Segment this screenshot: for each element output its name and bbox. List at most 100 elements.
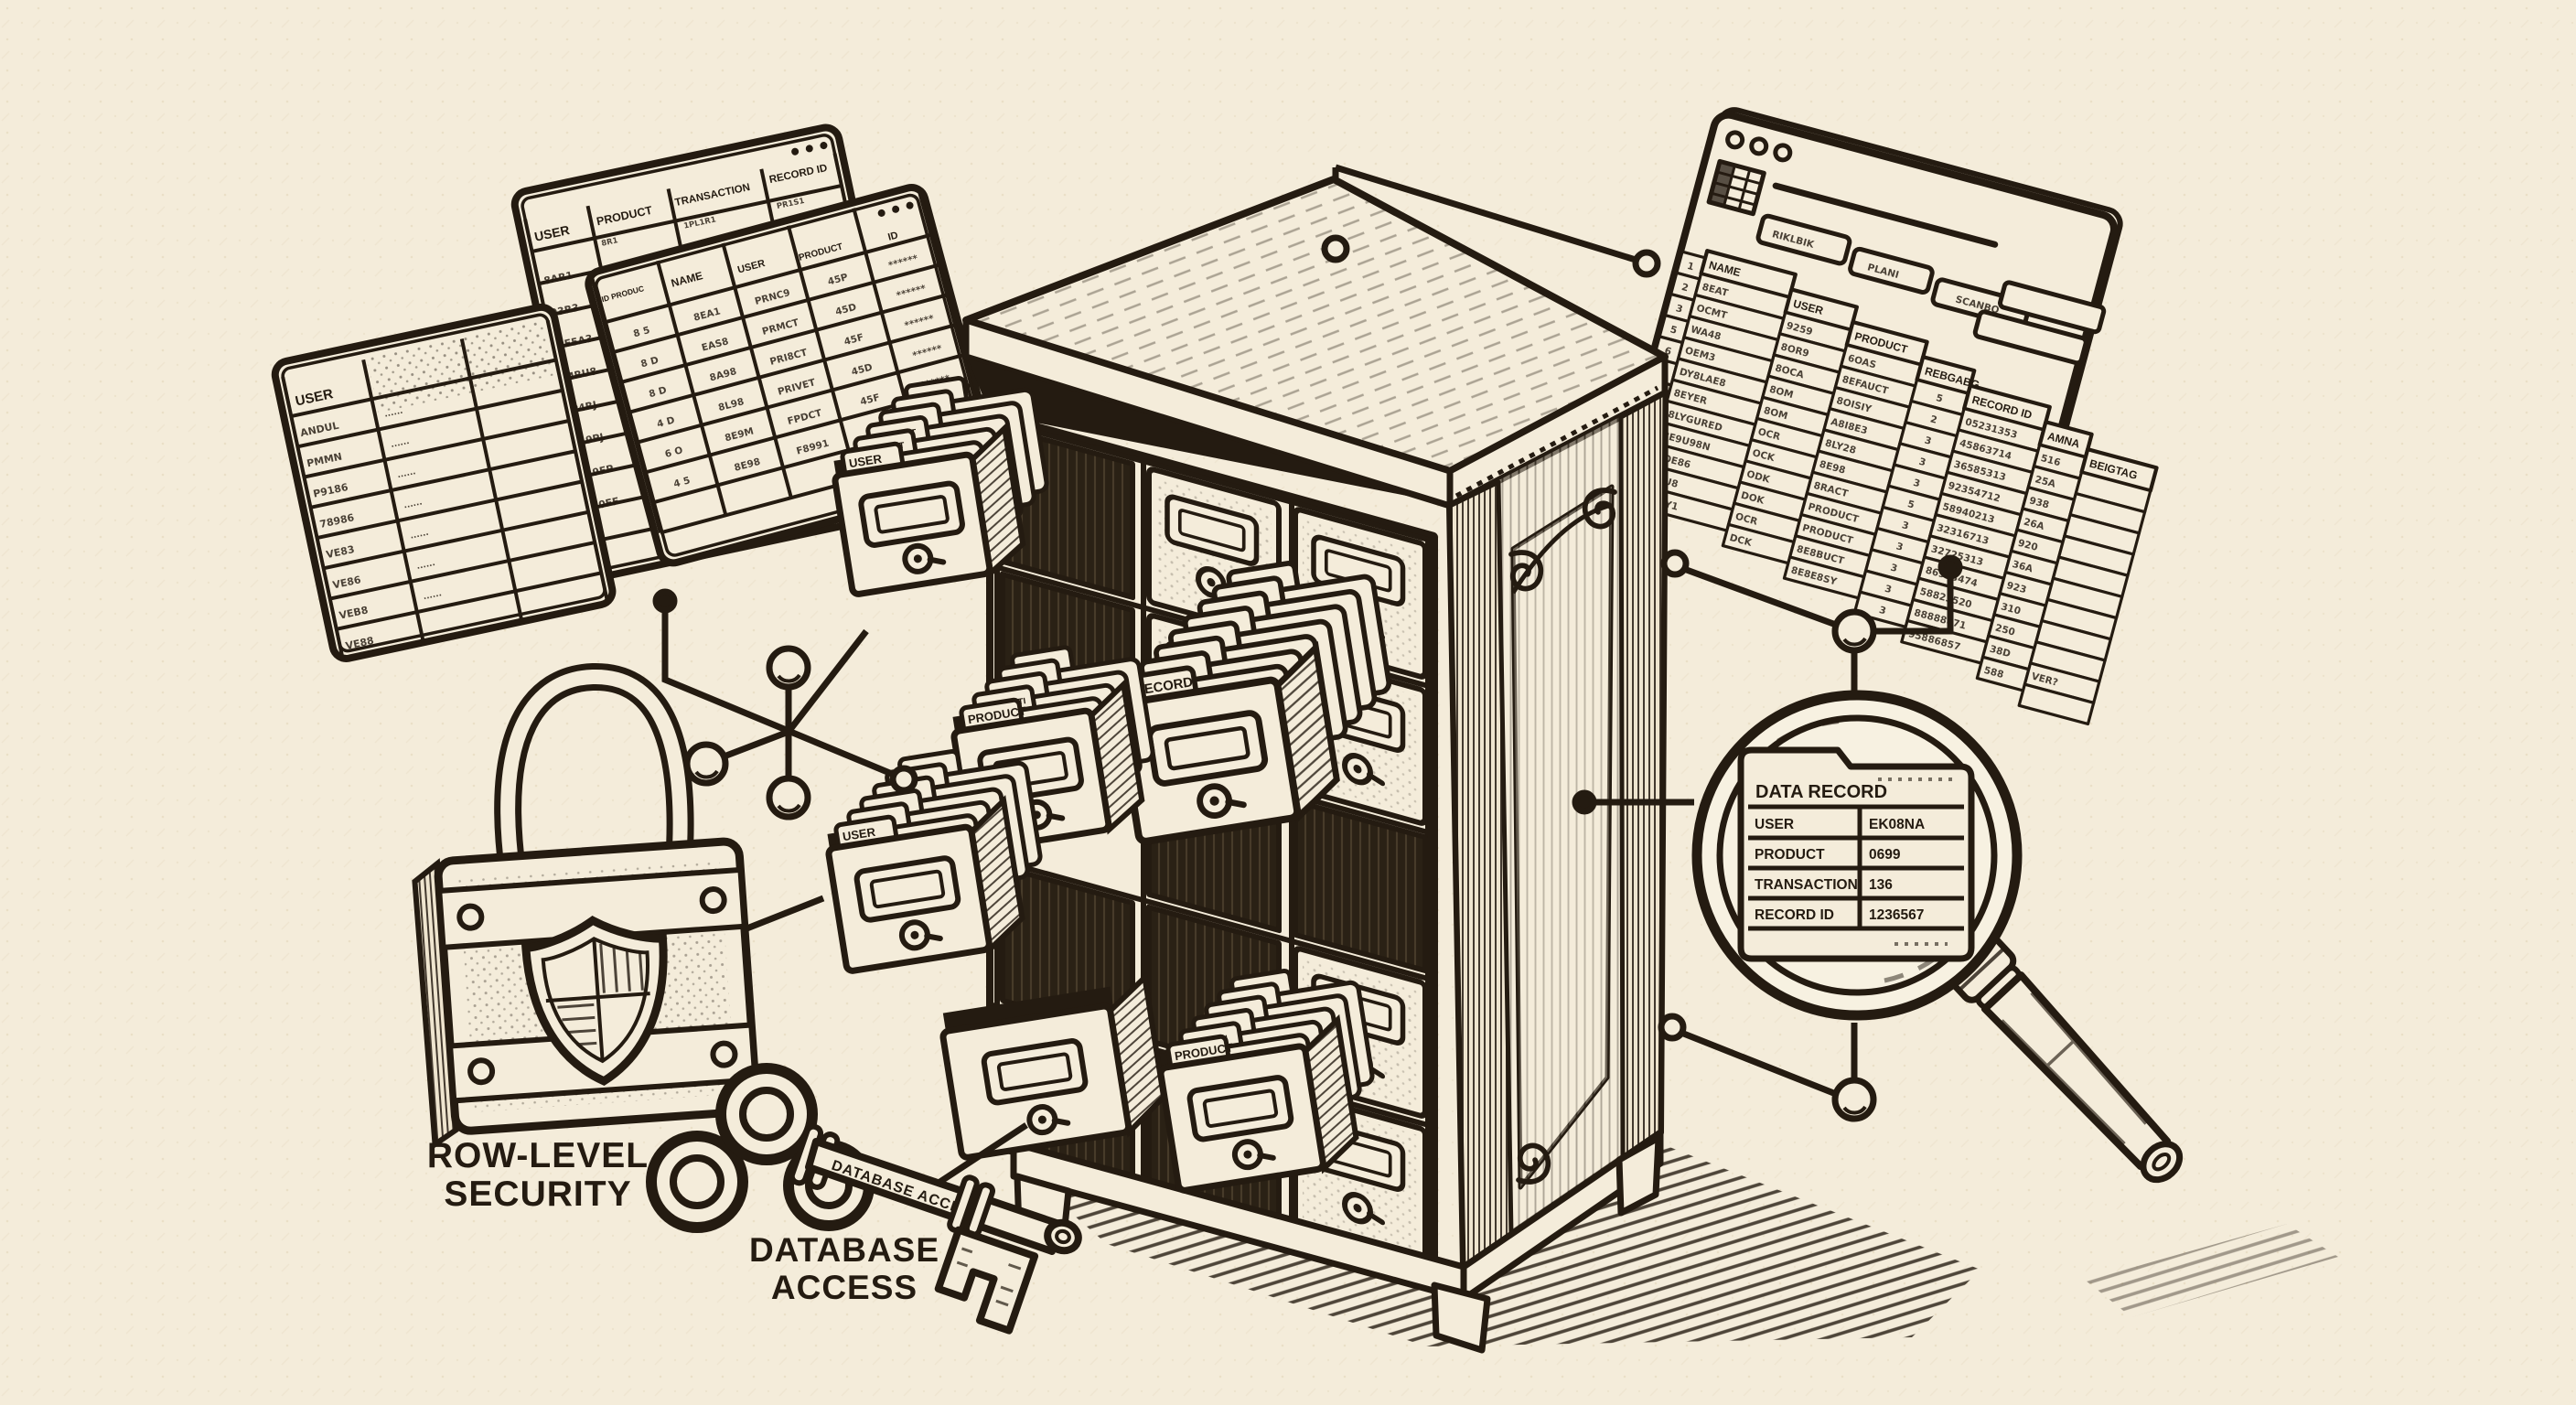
grid-line <box>310 449 576 509</box>
spreadsheet-cell-text: 3 <box>1889 563 1898 574</box>
grid-line <box>296 388 564 449</box>
spreadsheet-cell-text: 938 <box>2028 495 2050 510</box>
padlock-body <box>412 837 761 1150</box>
field-value-transaction: 136 <box>1869 877 1893 893</box>
grid-line <box>361 359 425 643</box>
spreadsheet-cell-text: 3 <box>1884 584 1893 595</box>
field-value-product: 0699 <box>1869 847 1901 863</box>
field-label-user: USER <box>1755 817 1794 832</box>
pulled-drawer-empty-bottom <box>939 971 1167 1161</box>
spreadsheet-cell-text: 3 <box>1917 456 1927 468</box>
front-header-id: ID <box>886 230 899 242</box>
padlock-shackle-fill <box>500 669 688 878</box>
front-cell: 45P <box>827 272 850 287</box>
cabinet-foot-front <box>1431 1282 1491 1354</box>
window-traffic-dots <box>1725 130 1793 163</box>
row-level-security-label-2: SECURITY <box>444 1174 631 1214</box>
field-value-user: EK08NA <box>1869 817 1925 832</box>
cornice-shadow <box>968 359 1450 508</box>
spreadsheet-cell-text: 6 <box>1663 346 1672 358</box>
spreadsheet-cell <box>2017 682 2096 726</box>
grid-line <box>329 541 596 601</box>
data-record-card: DATA RECORD USER EK08NA PRODUCT 0699 TRA… <box>1737 746 1975 962</box>
spreadsheet-cell-text: 38D <box>1989 644 2012 660</box>
connector-magnifier-upper <box>1664 552 1959 692</box>
padlock: ROW-LEVEL SECURITY <box>412 662 761 1214</box>
grid-line <box>336 571 602 631</box>
folder-tab-label: USER <box>842 825 877 844</box>
cabinet-ground-shadow <box>1038 1143 1980 1346</box>
field-value-recordid: 1236567 <box>1869 907 1924 923</box>
left-table-grid: ANDULPMMNP918678986VE83VE86VEB8VE88.....… <box>281 320 610 662</box>
spreadsheet-cell-text: 26A <box>2023 517 2046 533</box>
cabinet-side-panel <box>1446 390 1669 1271</box>
spreadsheet-cell-text: 310 <box>2000 601 2022 617</box>
spreadsheet-cell-text: 3 <box>1901 520 1910 531</box>
spreadsheet-cell-text: 588 <box>1982 665 2004 681</box>
spreadsheet-cell-text: 36A <box>2011 559 2034 575</box>
connector-magnifier-lower <box>1661 1016 1873 1119</box>
spreadsheet-cell-text: 25A <box>2034 474 2057 490</box>
key-collar-2 <box>947 1174 996 1238</box>
spreadsheet-cell-text: 3 <box>1878 605 1887 617</box>
grid-line <box>342 601 608 662</box>
key: DATABASE ACCESS DATABASE ACCESS <box>646 1063 1082 1335</box>
grid-line <box>611 263 939 355</box>
rivet <box>699 886 727 915</box>
field-label-product: PRODUCT <box>1755 847 1825 863</box>
front-cell: 45D <box>834 302 858 318</box>
left-row-col2: ...... <box>416 559 436 572</box>
front-cell: 8 D <box>648 385 668 401</box>
grid-line <box>531 184 843 253</box>
left-row: VE83 <box>325 543 355 561</box>
front-cell: 45F <box>843 332 864 348</box>
front-cell: 4 5 <box>672 475 692 489</box>
left-row-col2: ...... <box>410 529 430 542</box>
grid-line <box>635 353 964 445</box>
window-dots-icon <box>877 201 914 217</box>
front-cell: 45D <box>850 361 874 378</box>
rivet <box>467 1057 496 1086</box>
left-row: VE86 <box>331 574 362 591</box>
grid-line <box>545 320 610 604</box>
spreadsheet-cell-text: 2 <box>1929 413 1938 425</box>
left-row-col2: ...... <box>402 498 423 510</box>
database-access-label-1: DATABASE <box>749 1231 939 1269</box>
spreadsheet-cell-text: 5 <box>1906 499 1916 510</box>
key-bit <box>934 1226 1039 1335</box>
spreadsheet-cell-text: 3 <box>1912 477 1921 489</box>
field-label-recordid: RECORD ID <box>1755 907 1834 923</box>
magnifier-shadow <box>2086 1224 2338 1317</box>
tab-box-2 <box>1848 246 1935 295</box>
database-access-label-2: ACCESS <box>771 1269 918 1306</box>
spreadsheet-cell-text: 516 <box>2039 453 2061 468</box>
grid-line <box>590 277 662 533</box>
cabinet-top-texture <box>966 179 1665 471</box>
spreadsheet-cell-text: 923 <box>2005 580 2027 595</box>
spreadsheet-cell-text: 5 <box>1669 324 1678 336</box>
left-row: VE88 <box>345 635 375 652</box>
pulled-drawer-user-top: TRABUCTPRODUCTUSER <box>822 367 1059 597</box>
cabinet-foot-right <box>1615 1134 1662 1217</box>
empty-field-box-2 <box>1972 309 2088 366</box>
grid-line <box>459 338 524 622</box>
spreadsheet-grid-icon <box>1706 158 1766 217</box>
window-dots-icon <box>791 142 828 156</box>
connector-molecule <box>656 592 915 817</box>
empty-field-box-1 <box>1998 280 2107 335</box>
grid-line <box>281 376 345 660</box>
grid-line <box>619 293 948 385</box>
grid-line <box>603 232 932 325</box>
grid-line <box>655 260 728 516</box>
front-cell: 4 D <box>656 414 676 430</box>
spreadsheet-cell-text: 1 <box>1686 261 1695 273</box>
cornice-dentils <box>1454 385 1659 499</box>
grid-line <box>786 225 859 481</box>
front-cell: 6 O <box>664 445 684 460</box>
front-cell: 8 D <box>639 355 660 370</box>
connector-key-line <box>934 1122 1028 1187</box>
magnifier-handle <box>1944 932 2184 1184</box>
folder-tab-label: USER <box>848 452 884 471</box>
grid-line <box>317 479 583 541</box>
